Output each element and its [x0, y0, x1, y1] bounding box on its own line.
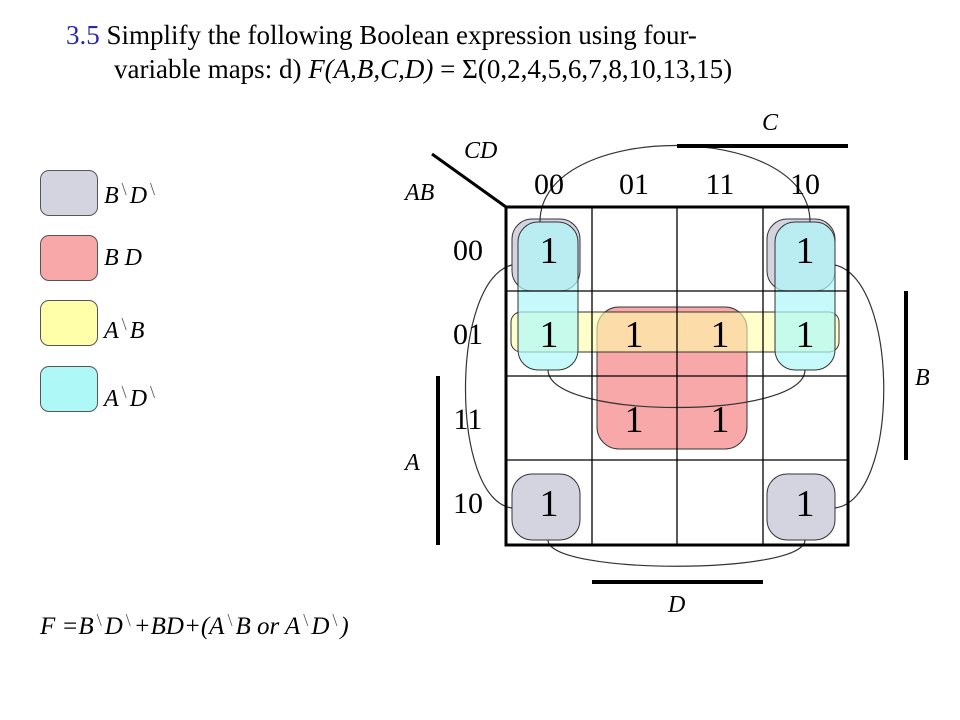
- row-header-10: 10: [453, 487, 483, 520]
- prime-mark: \: [121, 314, 127, 334]
- arc-left-rows: [465, 264, 513, 509]
- row-header-00: 00: [453, 234, 483, 267]
- cell-1-3: 1: [796, 314, 815, 356]
- minterm-list: (0,2,4,5,6,7,8,10,13,15): [477, 54, 733, 84]
- formula-term-1: B: [78, 613, 94, 640]
- formula-term-5: D: [311, 613, 330, 640]
- row-header-01: 01: [453, 318, 483, 351]
- legend-2-var1: A: [104, 318, 119, 344]
- kmap-grid: [504, 205, 850, 547]
- prime-mark: \: [121, 179, 127, 199]
- formula-term-3: +BD+(A: [133, 613, 225, 640]
- arc-top-cols: [539, 144, 811, 223]
- cell-1-0: 1: [540, 314, 559, 356]
- legend-swatch-b-prime-d-prime: [40, 170, 98, 216]
- group-loops: [465, 144, 885, 567]
- legend-1-var1: B: [104, 245, 119, 271]
- title-line-2: variable maps: d) F(A,B,C,D) = Σ(0,2,4,5…: [66, 52, 732, 86]
- col-header-10: 10: [790, 168, 820, 201]
- prime-mark: \: [150, 382, 156, 402]
- legend-swatch-b-d: [40, 235, 98, 281]
- group-b-prime-d-prime-corner-10: [766, 473, 836, 541]
- legend-label-a-prime-d-prime: A\D\: [104, 382, 158, 413]
- cell-values: 1 1 1 1 1 1 1 1 1 1: [540, 230, 815, 525]
- col-header-00: 00: [534, 168, 564, 201]
- var-d-label: D: [667, 592, 685, 618]
- prime-mark: \: [227, 610, 233, 630]
- formula-term-2: D: [104, 613, 123, 640]
- arc-right-rows: [834, 264, 885, 509]
- legend-label-b-d: B D: [104, 245, 142, 272]
- cell-1-2: 1: [711, 314, 730, 356]
- cell-1-1: 1: [625, 314, 644, 356]
- legend-swatch-a-prime-b: [40, 300, 98, 346]
- formula-term-6: ): [340, 613, 349, 640]
- var-a-label: A: [403, 450, 420, 476]
- legend-3-var2: D: [129, 386, 148, 412]
- cell-0-0: 1: [540, 230, 559, 272]
- cell-3-0: 1: [540, 483, 559, 525]
- legend-label-b-prime-d-prime: B\D\: [104, 179, 158, 210]
- legend-2-var2: B: [129, 318, 145, 344]
- problem-number: 3.5: [66, 20, 100, 50]
- var-c-label: C: [762, 110, 779, 136]
- simplified-formula: F =B\D\+BD+(A\B or A\D\): [40, 610, 349, 641]
- prime-mark: \: [96, 610, 102, 630]
- row-header-11: 11: [454, 403, 483, 436]
- cell-2-1: 1: [625, 399, 644, 441]
- column-headers: 00 01 11 10: [534, 168, 820, 201]
- sigma-symbol: Σ: [462, 54, 478, 84]
- group-a-prime-b-yellow: [510, 311, 840, 353]
- legend-0-var1: B: [104, 183, 119, 209]
- var-b-label: B: [915, 365, 930, 391]
- cell-2-2: 1: [711, 399, 730, 441]
- cell-0-3: 1: [796, 230, 815, 272]
- row-var-label: AB: [403, 180, 435, 206]
- equals-sign: =: [433, 54, 463, 84]
- prime-mark: \: [332, 610, 338, 630]
- col-var-label: CD: [464, 138, 497, 164]
- legend-0-var2: D: [129, 183, 148, 209]
- function-signature: F(A,B,C,D): [308, 54, 434, 84]
- legend-1-var2: D: [124, 245, 143, 271]
- prime-mark: \: [150, 179, 156, 199]
- row-headers: 00 01 11 10: [453, 234, 483, 520]
- legend-label-a-prime-b: A\B: [104, 314, 144, 345]
- title-line-1-text: Simplify the following Boolean expressio…: [106, 20, 697, 50]
- title-line-2-prefix: variable maps: d): [114, 54, 309, 84]
- col-header-01: 01: [619, 168, 649, 201]
- arc-bottom-cols: [547, 539, 806, 567]
- legend-swatch-a-prime-d-prime: [40, 366, 98, 412]
- formula-term-4: B or A: [235, 613, 301, 640]
- title-line-1: 3.5 Simplify the following Boolean expre…: [66, 18, 732, 52]
- col-header-11: 11: [706, 168, 735, 201]
- corner-diagonal: [431, 152, 507, 209]
- cell-3-3: 1: [796, 483, 815, 525]
- prime-mark: \: [121, 382, 127, 402]
- group-b-prime-d-prime-corner-08: [511, 473, 581, 541]
- problem-title: 3.5 Simplify the following Boolean expre…: [66, 18, 732, 86]
- legend-3-var1: A: [104, 386, 119, 412]
- formula-lhs: F =: [40, 613, 79, 640]
- prime-mark: \: [303, 610, 309, 630]
- prime-mark: \: [125, 610, 131, 630]
